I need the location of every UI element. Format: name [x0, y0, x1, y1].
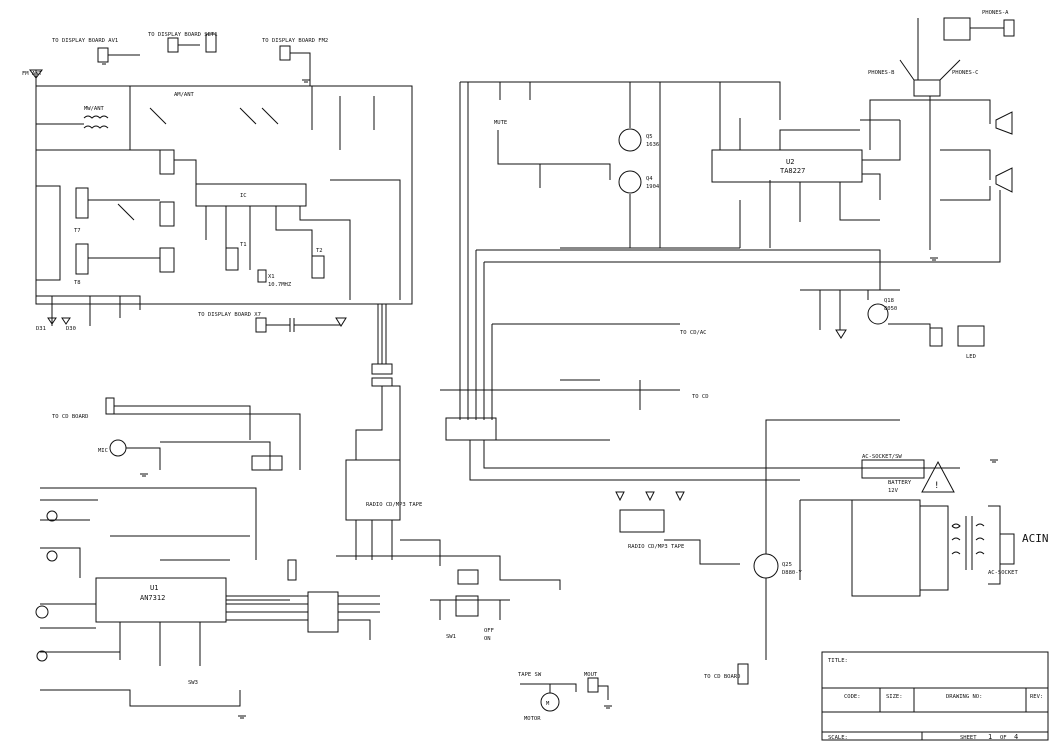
label-to-display-x7: TO DISPLAY BOARD X7	[198, 312, 261, 318]
transistor-q18	[867, 303, 889, 325]
preamp-block: TO CD BOARD MIC U1 AN7312 SW3	[35, 397, 301, 707]
label-to-cd-board-top: TO CD BOARD	[52, 414, 88, 420]
title-block-sheet-of: OF	[1000, 735, 1007, 741]
title-block-sheet-total: 4	[1014, 733, 1018, 741]
bridge-rectifier	[851, 499, 921, 597]
label-to-display-fm2: TO DISPLAY BOARD FM2	[262, 38, 328, 44]
label-q4: Q4	[646, 176, 653, 182]
label-q4-part: 1904	[646, 184, 660, 190]
title-block-size: SIZE:	[886, 694, 903, 700]
title-block-sheet-prefix: SHEET	[960, 735, 977, 741]
title-block-drawing-no: DRAWING NO:	[946, 694, 982, 700]
label-off: OFF	[484, 628, 494, 634]
label-u2-part: TA8227	[780, 167, 805, 175]
label-d31: D31	[36, 326, 46, 332]
title-block-rev: REV:	[1030, 694, 1043, 700]
transistor-q5	[618, 128, 642, 152]
label-sw3-a: SW3	[188, 680, 198, 686]
speaker-right	[995, 167, 1013, 193]
svg-text:M: M	[546, 701, 550, 707]
label-t2: T2	[316, 248, 323, 254]
crystal-x1	[257, 269, 267, 283]
title-block-scale: SCALE:	[828, 735, 848, 741]
label-x1: X1	[268, 274, 275, 280]
label-t7: T7	[74, 228, 81, 234]
motor-block: TAPE SW MOUT M MOTOR TO CD BOARD	[518, 663, 749, 722]
led-driver: Q18 8050 LED	[800, 289, 985, 360]
title-block: TITLE: CODE: SIZE: DRAWING NO: REV: SCAL…	[821, 651, 1049, 741]
title-block-sheet-no: 1	[988, 733, 992, 741]
tape-connector	[226, 591, 380, 640]
label-ac-socket-bottom: AC-SOCKET	[988, 570, 1018, 576]
label-on: ON	[484, 636, 491, 642]
label-mic: MIC	[98, 448, 108, 454]
label-battery-v: 12V	[888, 488, 899, 494]
label-radio-cd-tape-1: RADIO CD/MP3 TAPE	[366, 502, 422, 508]
label-d30: D30	[66, 326, 76, 332]
function-switch: RADIO CD/MP3 TAPE SW1 OFF ON	[336, 459, 561, 642]
ic-u2	[711, 149, 863, 183]
label-u1-part: AN7312	[140, 594, 165, 602]
label-fm-ant: FM ANT	[22, 71, 43, 77]
label-mout: MOUT	[584, 672, 598, 678]
label-to-cd-board-bottom: TO CD BOARD	[704, 674, 740, 680]
warning-triangle-icon	[921, 460, 955, 493]
svg-text:!: !	[934, 481, 939, 491]
label-acin: ACIN	[1022, 532, 1049, 545]
label-q25-part: D880-Y	[782, 570, 803, 576]
label-t1: T1	[240, 242, 247, 248]
label-mw-ant: MW/ANT	[84, 106, 105, 112]
title-block-code: CODE:	[844, 694, 861, 700]
label-q18-part: 8050	[884, 306, 897, 312]
label-phones-a: PHONES-A	[982, 10, 1009, 16]
power-amp-block: MUTE Q5 1636 Q4 1904 U2 TA8227 TO CD/AC	[459, 81, 1001, 420]
label-to-display-av1: TO DISPLAY BOARD AV1	[52, 38, 118, 44]
label-t8: T8	[74, 280, 81, 286]
label-to-display-set1: TO DISPLAY BOARD SET1	[148, 32, 218, 38]
label-q5: Q5	[646, 134, 653, 140]
tuner-ic	[195, 183, 307, 207]
label-am-ant: AM/ANT	[174, 92, 195, 98]
label-x1-part: 10.7MHZ	[268, 282, 292, 288]
label-mute: MUTE	[494, 120, 507, 126]
label-to-cd: TO CD	[692, 394, 709, 400]
power-supply: AC-SOCKET/SW BATTERY 12V ! ACIN AC-SOCKE…	[799, 454, 1049, 597]
label-sw1: SW1	[446, 634, 456, 640]
power-switch-block: TO CD RADIO CD/MP3 TAPE Q25 D880-Y	[440, 379, 960, 660]
label-led: LED	[966, 354, 976, 360]
label-battery: BATTERY	[888, 480, 912, 486]
label-radio-cd-tape-2: RADIO CD/MP3 TAPE	[628, 544, 684, 550]
label-phones-c: PHONES-C	[952, 70, 979, 76]
transistor-q4	[618, 170, 642, 194]
title-block-title: TITLE:	[828, 658, 848, 664]
label-q18: Q18	[884, 298, 894, 304]
label-q25: Q25	[782, 562, 792, 568]
ac-input-connector	[999, 533, 1015, 565]
speaker-output: PHONES-A PHONES-B PHONES-C	[868, 10, 1015, 250]
ground-symbols	[100, 61, 998, 719]
label-u2: U2	[786, 158, 794, 166]
label-phones-b: PHONES-B	[868, 70, 895, 76]
tuner-ic-label: IC	[240, 193, 247, 199]
label-u1: U1	[150, 584, 158, 592]
speaker-left	[995, 111, 1013, 135]
label-motor: MOTOR	[524, 716, 541, 722]
label-q5-part: 1636	[646, 142, 659, 148]
label-to-cd-ac: TO CD/AC	[680, 330, 707, 336]
label-ac-socket-top: AC-SOCKET/SW	[862, 454, 902, 460]
radio-tuner-block: TO DISPLAY BOARD AV1 TO DISPLAY BOARD SE…	[22, 32, 413, 333]
label-tape-sw: TAPE SW	[518, 672, 542, 678]
